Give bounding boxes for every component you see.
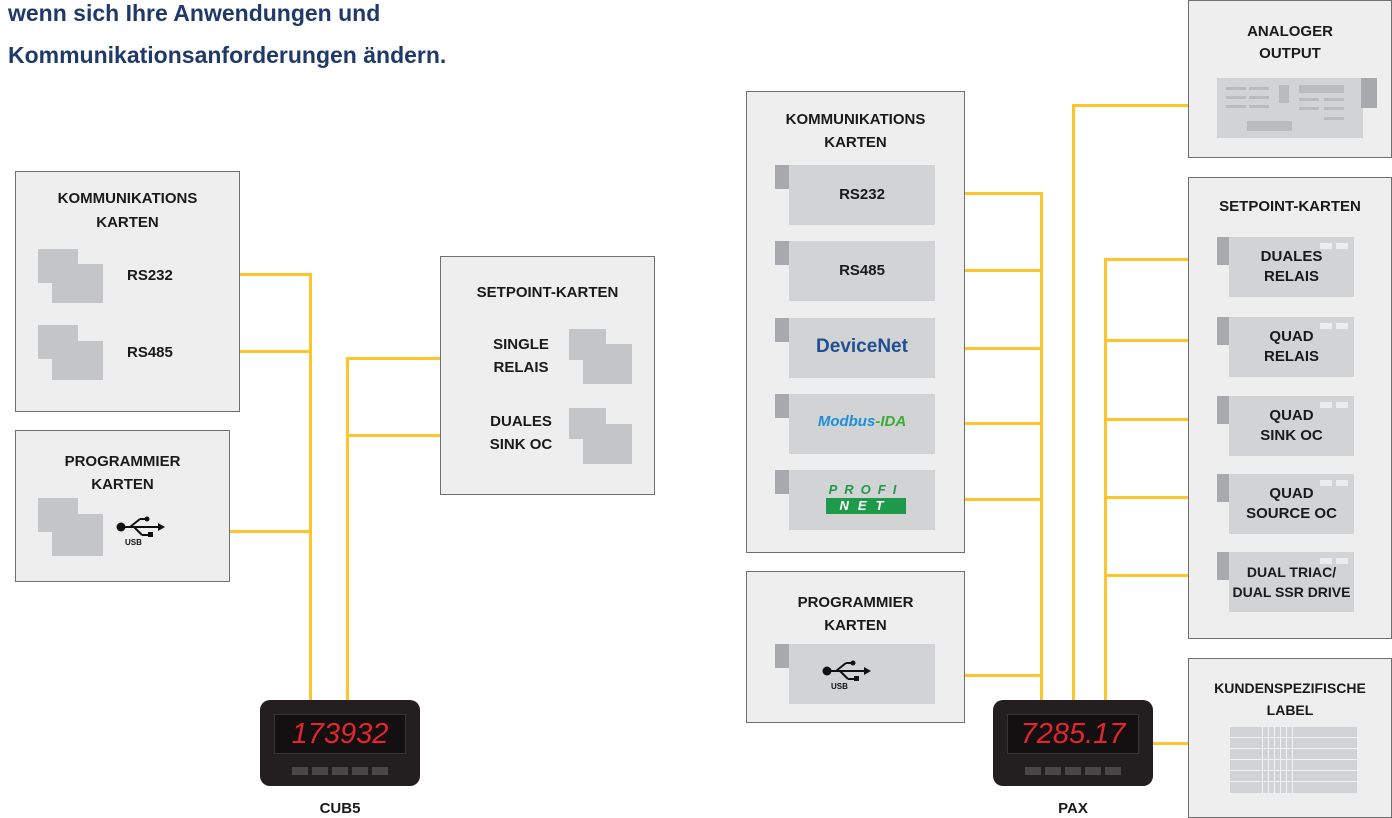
headline-line-2: Kommunikationsanforderungen ändern. — [8, 42, 447, 68]
cub5-prog-title-2: KARTEN — [91, 476, 154, 493]
pax-analog-title-2: OUTPUT — [1259, 45, 1321, 62]
pax-rs485-label: RS485 — [839, 262, 885, 279]
pax-prog-panel: PROGRAMMIER KARTEN USB — [746, 571, 965, 723]
modbus-logo: Modbus-IDA — [789, 413, 935, 430]
usb-icon — [116, 516, 165, 537]
cub5-wire — [346, 357, 442, 360]
pax-sp4-label-2: SOURCE OC — [1246, 505, 1337, 522]
pax-sp3-label-2: SINK OC — [1260, 427, 1323, 444]
pax-meter-buttons — [1025, 767, 1121, 775]
pax-sp2-label-1: QUAD — [1269, 328, 1314, 345]
pax-comm-title-2: KARTEN — [824, 134, 887, 151]
devicenet-logo: DeviceNet — [816, 336, 908, 357]
cub5-wire — [309, 273, 312, 700]
pax-sp1-label-1: DUALES — [1260, 248, 1323, 265]
pax-setpoint-panel: SETPOINT-KARTEN DUALES RELAIS QUAD RELAI… — [1188, 177, 1392, 639]
pax-wire — [935, 347, 1043, 350]
pax-wire — [1072, 104, 1075, 700]
pax-sp2-label-2: RELAIS — [1263, 348, 1319, 365]
pax-wire — [935, 269, 1043, 272]
cub5-wire — [199, 273, 312, 276]
pax-label-title-2: LABEL — [1266, 702, 1314, 718]
pax-prog-title-1: PROGRAMMIER — [797, 594, 914, 611]
pax-name: PAX — [1058, 800, 1088, 817]
pax-wire — [1104, 418, 1217, 421]
pax-wire — [935, 192, 1043, 195]
pax-usb-card: USB — [789, 644, 935, 704]
pax-wire — [1072, 104, 1217, 107]
cub5-display-value: 173932 — [291, 718, 389, 750]
pax-wire — [935, 498, 1043, 501]
pax-sp-card-1: DUALES RELAIS — [1229, 237, 1354, 297]
headline: wenn sich Ihre Anwendungen und Kommunika… — [8, 0, 446, 76]
pax-wire — [935, 422, 1043, 425]
pax-sp3-label-1: QUAD — [1269, 407, 1314, 424]
cub5-single-label-2: RELAIS — [493, 359, 549, 376]
cub5-meter: 173932 — [260, 700, 420, 786]
cub5-meter-buttons — [292, 767, 388, 775]
cub5-comm-title-1: KOMMUNIKATIONS — [57, 190, 198, 207]
cub5-comm-panel: KOMMUNIKATIONS KARTEN RS232 RS485 — [15, 171, 240, 412]
pax-modbus-card: Modbus-IDA — [789, 394, 935, 454]
pax-display-value: 7285.17 — [1020, 718, 1126, 750]
cub5-wire — [199, 530, 312, 533]
cub5-prog-panel: PROGRAMMIER KARTEN USB — [15, 430, 230, 582]
pax-sp4-label-1: QUAD — [1269, 485, 1314, 502]
modbus-logo-a: Modbus — [817, 413, 876, 430]
meter-display-icon: 173932 — [274, 714, 406, 754]
pax-comm-panel: KOMMUNIKATIONS KARTEN RS232 RS485 Device… — [746, 91, 965, 553]
profinet-logo-top: PROFI — [828, 482, 904, 497]
pax-analog-title-1: ANALOGER — [1247, 23, 1333, 40]
pax-sp5-label-1: DUAL TRIAC/ — [1246, 564, 1337, 580]
cub5-rs232-label: RS232 — [127, 267, 173, 284]
pax-sp-card-5: DUAL TRIAC/ DUAL SSR DRIVE — [1229, 552, 1354, 612]
pax-prog-title-2: KARTEN — [824, 617, 887, 634]
profinet-logo-bottom: NET — [826, 498, 906, 514]
meter-display-icon: 7285.17 — [1007, 714, 1139, 754]
pax-usb-label: USB — [831, 682, 848, 691]
pax-rs232-card: RS232 — [789, 165, 935, 225]
pax-wire — [935, 674, 1043, 677]
pax-analog-panel: ANALOGER OUTPUT — [1188, 0, 1392, 158]
profinet-logo: PROFI NET — [826, 482, 906, 514]
pax-wire — [1104, 258, 1107, 700]
headline-line-1: wenn sich Ihre Anwendungen und — [8, 0, 381, 26]
pax-wire — [1104, 258, 1217, 261]
pax-rs485-card: RS485 — [789, 241, 935, 301]
pax-comm-title-1: KOMMUNIKATIONS — [785, 111, 926, 128]
cub5-duales-label-1: DUALES — [490, 413, 552, 430]
pax-wire — [1104, 574, 1217, 577]
cub5-wire — [199, 350, 312, 353]
cub5-comm-title-2: KARTEN — [96, 214, 159, 231]
modbus-logo-b: -IDA — [875, 413, 907, 430]
cub5-single-label-1: SINGLE — [493, 336, 549, 353]
cub5-name: CUB5 — [319, 800, 361, 817]
cub5-rs485-label: RS485 — [127, 344, 173, 361]
pax-wire — [1104, 496, 1217, 499]
usb-icon — [822, 660, 871, 681]
cub5-prog-title-1: PROGRAMMIER — [64, 453, 181, 470]
cub5-usb-label: USB — [125, 538, 142, 547]
label-sheet-icon — [1230, 727, 1357, 793]
cub5-wire — [346, 434, 442, 437]
pax-setpoint-title: SETPOINT-KARTEN — [1219, 198, 1361, 215]
pax-sp1-label-2: RELAIS — [1263, 268, 1319, 285]
cub5-setpoint-panel: SETPOINT-KARTEN SINGLE RELAIS DUALES SIN… — [440, 256, 655, 495]
pax-profinet-card: PROFI NET — [789, 470, 935, 530]
pax-wire — [1040, 192, 1043, 700]
pax-devicenet-card: DeviceNet — [789, 318, 935, 378]
cub5-setpoint-title: SETPOINT-KARTEN — [476, 284, 619, 301]
pax-sp5-label-2: DUAL SSR DRIVE — [1232, 584, 1351, 600]
pax-wire — [1104, 339, 1217, 342]
cub5-duales-label-2: SINK OC — [489, 436, 553, 453]
pax-label-panel: KUNDENSPEZIFISCHE LABEL — [1188, 658, 1392, 818]
pax-label-title-1: KUNDENSPEZIFISCHE — [1214, 680, 1366, 696]
pax-sp-card-4: QUAD SOURCE OC — [1229, 474, 1354, 534]
pax-rs232-label: RS232 — [839, 186, 885, 203]
pax-sp-card-3: QUAD SINK OC — [1229, 396, 1354, 456]
cub5-wire — [346, 357, 349, 700]
pax-meter: 7285.17 — [993, 700, 1153, 786]
pax-sp-card-2: QUAD RELAIS — [1229, 317, 1354, 377]
